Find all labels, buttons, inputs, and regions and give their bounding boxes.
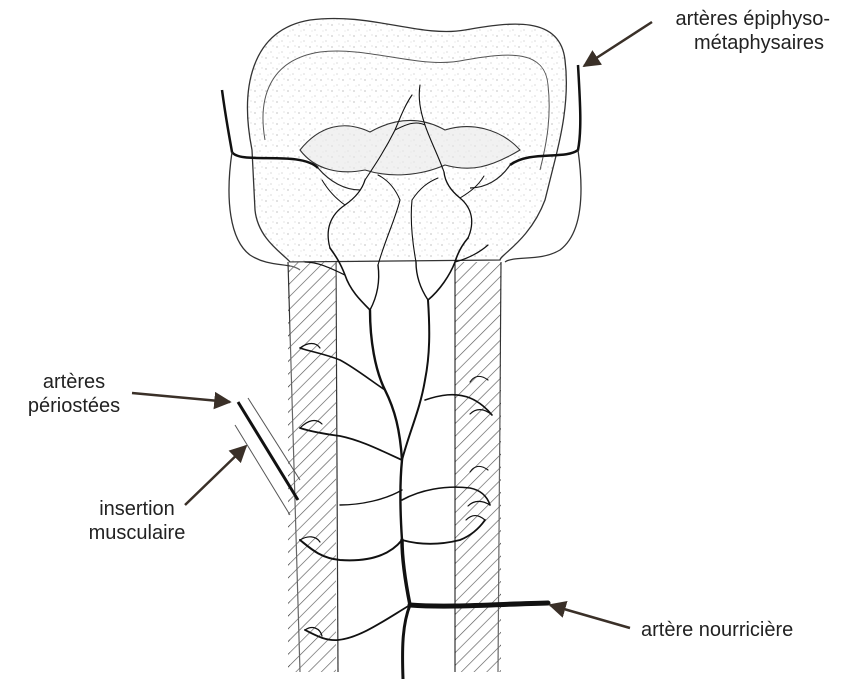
label-artere-nourriciere: artère nourricière xyxy=(641,618,793,642)
arrow-periostees xyxy=(132,393,230,402)
label-arteres-periostees: artères périostées xyxy=(14,370,134,418)
diaphysis xyxy=(288,262,501,672)
label-epiphyso-metaphysaires: artères épiphyso- métaphysaires xyxy=(650,7,830,55)
label-periostees-line2: périostées xyxy=(14,394,134,418)
label-insertion-line2: musculaire xyxy=(72,521,202,545)
label-insertion-musculaire: insertion musculaire xyxy=(72,497,202,545)
label-nourriciere-text: artère nourricière xyxy=(641,619,793,641)
arrow-epiphyso xyxy=(584,22,652,66)
label-epiphyso-line2: métaphysaires xyxy=(650,31,830,55)
arrow-nourriciere xyxy=(550,605,630,628)
label-insertion-line1: insertion xyxy=(72,497,202,521)
epiphysis xyxy=(248,18,567,262)
label-periostees-line1: artères xyxy=(14,370,134,394)
label-epiphyso-line1: artères épiphyso- xyxy=(650,7,830,31)
